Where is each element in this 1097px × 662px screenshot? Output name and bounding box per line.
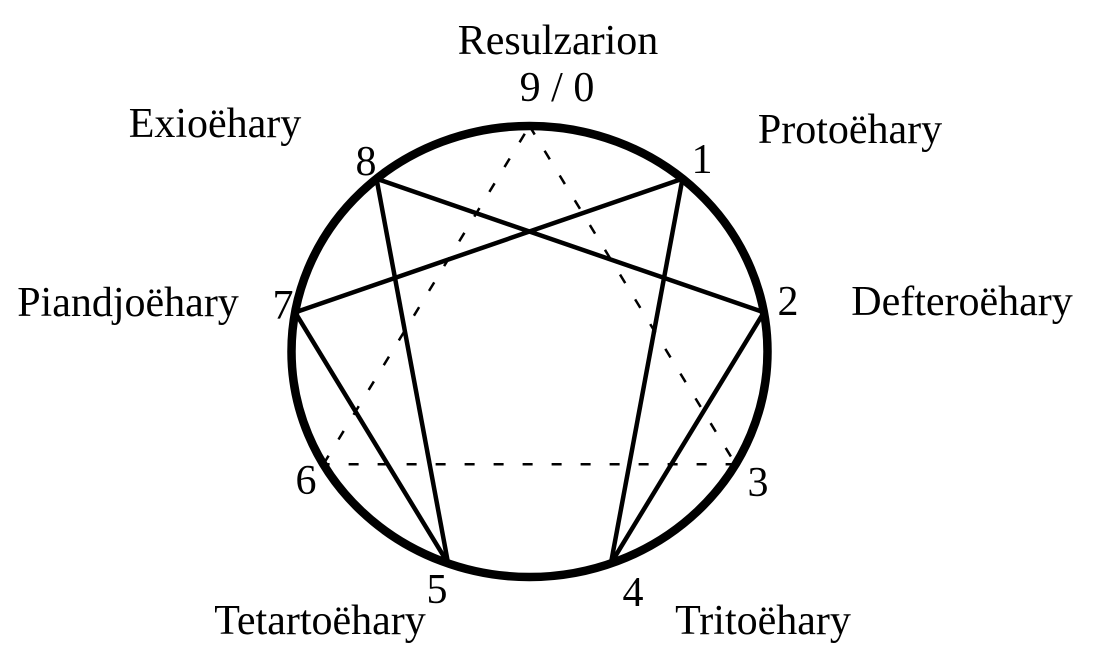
label-exioehary: Exioëhary	[128, 101, 302, 147]
point-number-2: 2	[777, 279, 799, 325]
label-protoehary: Protoëhary	[757, 107, 943, 153]
label-piandjoehary: Piandjoëhary	[17, 280, 239, 326]
hexad-line-4-2	[608, 311, 766, 565]
point-number-5: 5	[426, 567, 448, 613]
label-resulzarion: Resulzarion	[457, 18, 659, 64]
point-number-1: 1	[691, 137, 713, 183]
point-number-6: 6	[295, 458, 317, 504]
label-tetartoehary: Tetartoëhary	[214, 598, 426, 644]
label-tritoehary: Tritoëhary	[675, 598, 851, 644]
hexad-line-1-4	[608, 178, 685, 564]
point-number-9-0: 9 / 0	[519, 65, 595, 111]
hexad-line-5-7	[293, 311, 451, 565]
enneagram-circle	[287, 121, 772, 582]
hexad-line-7-1	[294, 176, 684, 315]
point-number-4: 4	[622, 570, 644, 616]
point-number-3: 3	[747, 460, 769, 506]
label-defteroehary: Defteroëhary	[851, 279, 1073, 325]
point-number-7: 7	[272, 283, 294, 329]
hexad-line-8-5	[374, 178, 451, 564]
triangle-line-6-9-0	[322, 125, 531, 465]
hexad-line-2-8	[375, 176, 765, 315]
triangle-line-9-0-3	[528, 125, 737, 465]
point-number-8: 8	[355, 139, 377, 185]
